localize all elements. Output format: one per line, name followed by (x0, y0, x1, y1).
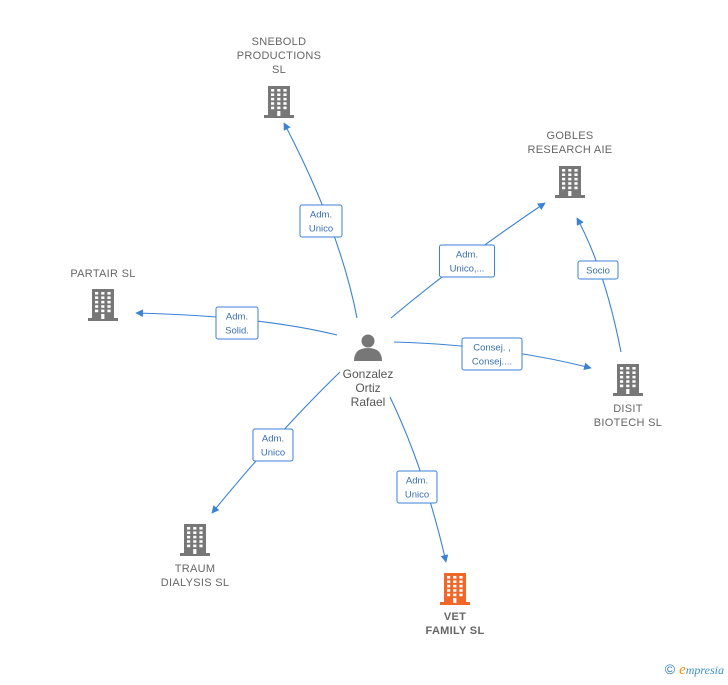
company-name-line: RESEARCH AIE (528, 144, 613, 156)
company-name-line: SNEBOLD (252, 36, 307, 48)
company-name-line: BIOTECH SL (594, 417, 662, 429)
copyright-icon: © (664, 661, 676, 677)
company-name-line: TRAUM (175, 563, 216, 575)
company-name-line: GOBLES (546, 130, 593, 142)
edges-layer (135, 122, 622, 563)
edge-label-text: Solid. (225, 326, 249, 337)
edge-label-disit-gobles[interactable]: Socio (577, 260, 619, 280)
person-name-line: Gonzalez (343, 367, 394, 381)
edge-disit-gobles (576, 217, 622, 353)
edge-label-text: Unico (309, 224, 333, 235)
edge-label-text: Socio (586, 266, 610, 277)
person-name-line: Ortiz (355, 381, 380, 395)
edge-label-text: Adm. (310, 210, 332, 221)
building-icon (264, 86, 294, 118)
edge-label-center-gobles[interactable]: Adm. Unico,... (439, 244, 495, 278)
edge-label-text: Unico (405, 490, 429, 501)
edge-label-box (299, 204, 343, 238)
company-name-line: VET (444, 611, 466, 623)
person-name-line: Rafael (351, 395, 386, 409)
building-icon (555, 166, 585, 198)
person-icon (354, 334, 382, 361)
edge-label-text: Adm. (456, 250, 478, 261)
company-node-partair[interactable]: PARTAIR SL (70, 268, 135, 321)
edge-label-text: Consej.... (472, 357, 512, 368)
edge-label-box (439, 244, 495, 278)
edge-label-text: Adm. (226, 312, 248, 323)
edge-label-text: Unico (261, 448, 285, 459)
edge-label-text: Unico,... (450, 264, 485, 275)
edge-labels-layer: Adm.UnicoAdm.Unico,...Adm.Solid.Consej. … (215, 204, 619, 504)
building-icon (88, 289, 118, 321)
company-node-snebold[interactable]: SNEBOLD PRODUCTIONS SL (237, 36, 322, 118)
company-node-gobles[interactable]: GOBLES RESEARCH AIE (528, 130, 613, 198)
brand-logo-initial: e (679, 662, 686, 678)
building-icon (180, 524, 210, 556)
edge-label-text: Adm. (262, 434, 284, 445)
edge-label-box (461, 337, 523, 371)
edge-label-box (215, 306, 259, 340)
company-node-vet[interactable]: VET FAMILY SL (426, 573, 485, 637)
company-node-traum[interactable]: TRAUM DIALYSIS SL (161, 524, 230, 589)
edge-label-center-snebold[interactable]: Adm. Unico (299, 204, 343, 238)
edge-label-text: Consej. , (473, 343, 511, 354)
edge-label-box (577, 260, 619, 280)
edge-label-center-disit[interactable]: Consej. , Consej.... (461, 337, 523, 371)
company-name-line: DISIT (613, 403, 643, 415)
company-name-line: PARTAIR SL (70, 268, 135, 280)
footer-brand: ©empresia (665, 661, 724, 679)
building-icon (613, 364, 643, 396)
brand-logo-text: mpresia (685, 663, 724, 677)
edge-label-center-vet[interactable]: Adm. Unico (396, 470, 438, 504)
company-name-line: FAMILY SL (426, 625, 485, 637)
edge-label-box (252, 428, 294, 462)
company-node-disit[interactable]: DISIT BIOTECH SL (594, 364, 662, 429)
edge-label-box (396, 470, 438, 504)
company-name-line: DIALYSIS SL (161, 577, 230, 589)
edge-label-center-traum[interactable]: Adm. Unico (252, 428, 294, 462)
edge-label-center-partair[interactable]: Adm. Solid. (215, 306, 259, 340)
company-name-line: PRODUCTIONS (237, 50, 322, 62)
company-name-line: SL (272, 64, 286, 76)
building-icon (440, 573, 470, 605)
edge-label-text: Adm. (406, 476, 428, 487)
